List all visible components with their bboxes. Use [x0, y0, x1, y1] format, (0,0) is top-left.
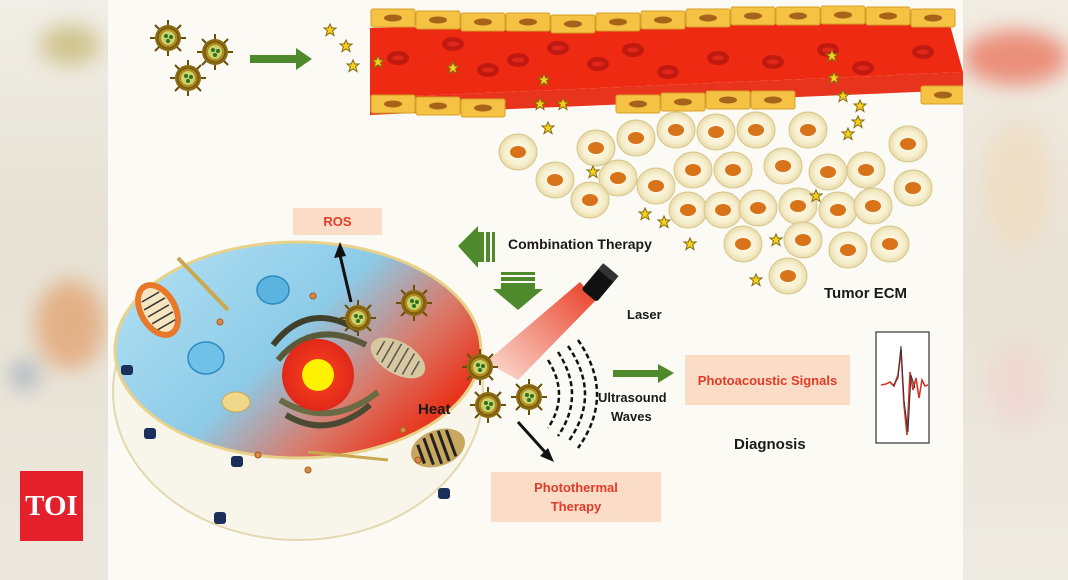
diagnosis-label: Diagnosis	[734, 436, 806, 453]
tumor-cells	[498, 111, 933, 295]
down-green-arrow-icon	[493, 272, 543, 310]
diagram-canvas: ROS Combination Therapy Laser Tumor ECM …	[108, 0, 963, 580]
heat-label: Heat	[418, 401, 451, 418]
left-green-arrow-icon	[458, 226, 495, 268]
blurred-vessel	[963, 30, 1068, 85]
green-arrow-icon	[250, 48, 312, 70]
laser-beam	[486, 282, 596, 380]
photoacoustic-waveform	[875, 331, 930, 444]
membrane-proteins	[121, 365, 450, 524]
blurred-cell	[35, 280, 105, 370]
ros-arrow-icon	[334, 242, 353, 303]
photothermal-line-2: Therapy	[550, 499, 602, 514]
blood-vessel	[370, 5, 963, 118]
toi-logo: TOI	[20, 471, 83, 541]
combination-therapy-label: Combination Therapy	[508, 236, 652, 252]
target-cell	[112, 240, 484, 541]
laser-label: Laser	[627, 307, 662, 322]
photothermal-therapy-label: Photothermal Therapy	[491, 472, 661, 522]
ultrasound-waves-icon	[546, 339, 599, 449]
mitochondrion-right	[370, 337, 426, 379]
tumor-ecm-label: Tumor ECM	[824, 285, 908, 302]
free-nanoparticles	[149, 19, 234, 97]
diagram-svg	[112, 5, 963, 541]
photothermal-line-1: Photothermal	[534, 480, 618, 495]
photoacoustic-signals-label: Photoacoustic Signals	[685, 355, 850, 405]
small-nanoparticles	[323, 23, 360, 72]
blurred-dot	[10, 360, 40, 390]
laser-device-icon	[582, 263, 619, 301]
right-green-arrow-icon	[613, 364, 674, 383]
mitochondrion-left	[135, 282, 181, 338]
blurred-cells	[983, 120, 1053, 250]
photothermal-arrow-icon	[516, 420, 554, 462]
heat-organelle	[410, 428, 466, 468]
waves-label: Waves	[611, 409, 652, 424]
ros-label: ROS	[293, 208, 382, 235]
cell-nucleus	[282, 339, 354, 411]
blurred-nanoparticle	[40, 25, 100, 65]
right-blur-panel	[963, 0, 1068, 580]
blurred-chart	[988, 340, 1048, 430]
ultrasound-label: Ultrasound	[598, 390, 667, 405]
